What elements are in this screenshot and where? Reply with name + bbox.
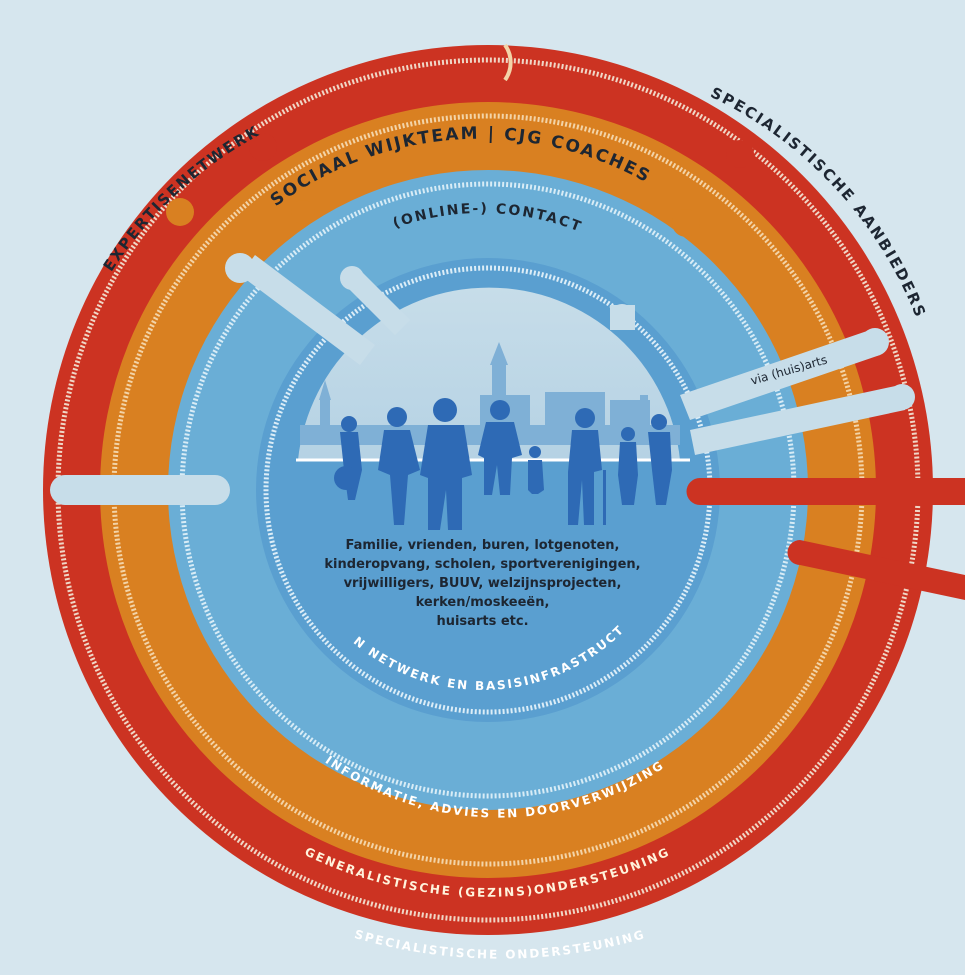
center-line: huisarts etc. — [436, 614, 529, 629]
center-network-list: Familie, vrienden, buren, lotgenoten, ki… — [300, 536, 665, 631]
specialist-links — [249, 133, 965, 600]
center-line: Familie, vrienden, buren, lotgenoten, — [345, 538, 620, 553]
generalist-links — [166, 198, 700, 237]
people-silhouettes — [334, 398, 672, 530]
top-notch — [503, 43, 513, 82]
information-links — [50, 253, 915, 505]
center-line: kinderopvang, scholen, sportverenigingen… — [324, 557, 641, 572]
center-line: vrijwilligers, BUUV, welzijnsprojecten, — [343, 576, 622, 591]
center-line: kerken/moskeeën, — [415, 595, 550, 610]
